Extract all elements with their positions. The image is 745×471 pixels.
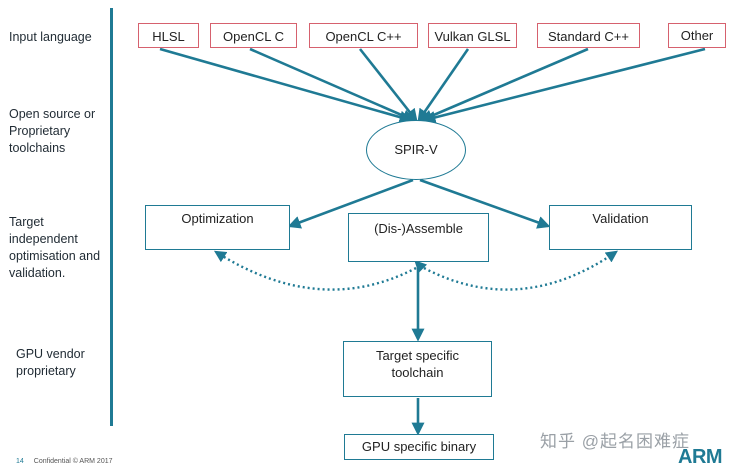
arrow-hlsl-spirv — [159, 47, 413, 124]
arrow-openclcpp-spirv — [358, 48, 418, 123]
row-label-target-independent: Target independent optimisation and vali… — [9, 215, 101, 280]
arrow-other-spirv — [422, 47, 706, 124]
divider-line — [110, 8, 113, 426]
input-vulkan-glsl: Vulkan GLSL — [428, 23, 517, 48]
dotted-arrow-assemble-left — [414, 260, 428, 274]
assemble-box: (Dis-)Assemble — [348, 213, 489, 262]
arrow-stdcpp-spirv — [419, 47, 589, 122]
gpu-binary-box: GPU specific binary — [344, 434, 494, 460]
footer-text: Confidential © ARM 2017 — [33, 458, 113, 465]
validation-box: Validation — [549, 205, 692, 250]
spirv-node: SPIR-V — [366, 120, 466, 180]
arrow-spirv-validation — [419, 178, 551, 229]
arm-logo: ARM — [678, 446, 723, 468]
row-label-input-language: Input language — [9, 30, 92, 44]
dotted-arrow-validation — [423, 250, 618, 291]
input-other: Other — [668, 23, 726, 48]
input-standard-cpp: Standard C++ — [537, 23, 640, 48]
dotted-arrow-optimization — [213, 250, 417, 291]
row-label-gpu-vendor: GPU vendor proprietary — [16, 347, 85, 378]
input-hlsl: HLSL — [138, 23, 199, 48]
arrow-glsl-spirv — [417, 48, 470, 123]
row-label-toolchains: Open source or Proprietary toolchains — [9, 107, 96, 155]
watermark-text: 知乎 @起名困难症 — [540, 432, 690, 451]
arrow-spirv-optimization — [287, 178, 414, 229]
optimization-box: Optimization — [145, 205, 290, 250]
input-opencl-c: OpenCL C — [210, 23, 297, 48]
footer: 14 Confidential © ARM 2017 — [16, 458, 123, 465]
input-opencl-cpp: OpenCL C++ — [309, 23, 418, 48]
arrow-openclc-spirv — [249, 47, 416, 122]
page-number: 14 — [16, 458, 24, 465]
target-toolchain-box: Target specific toolchain — [343, 341, 492, 397]
